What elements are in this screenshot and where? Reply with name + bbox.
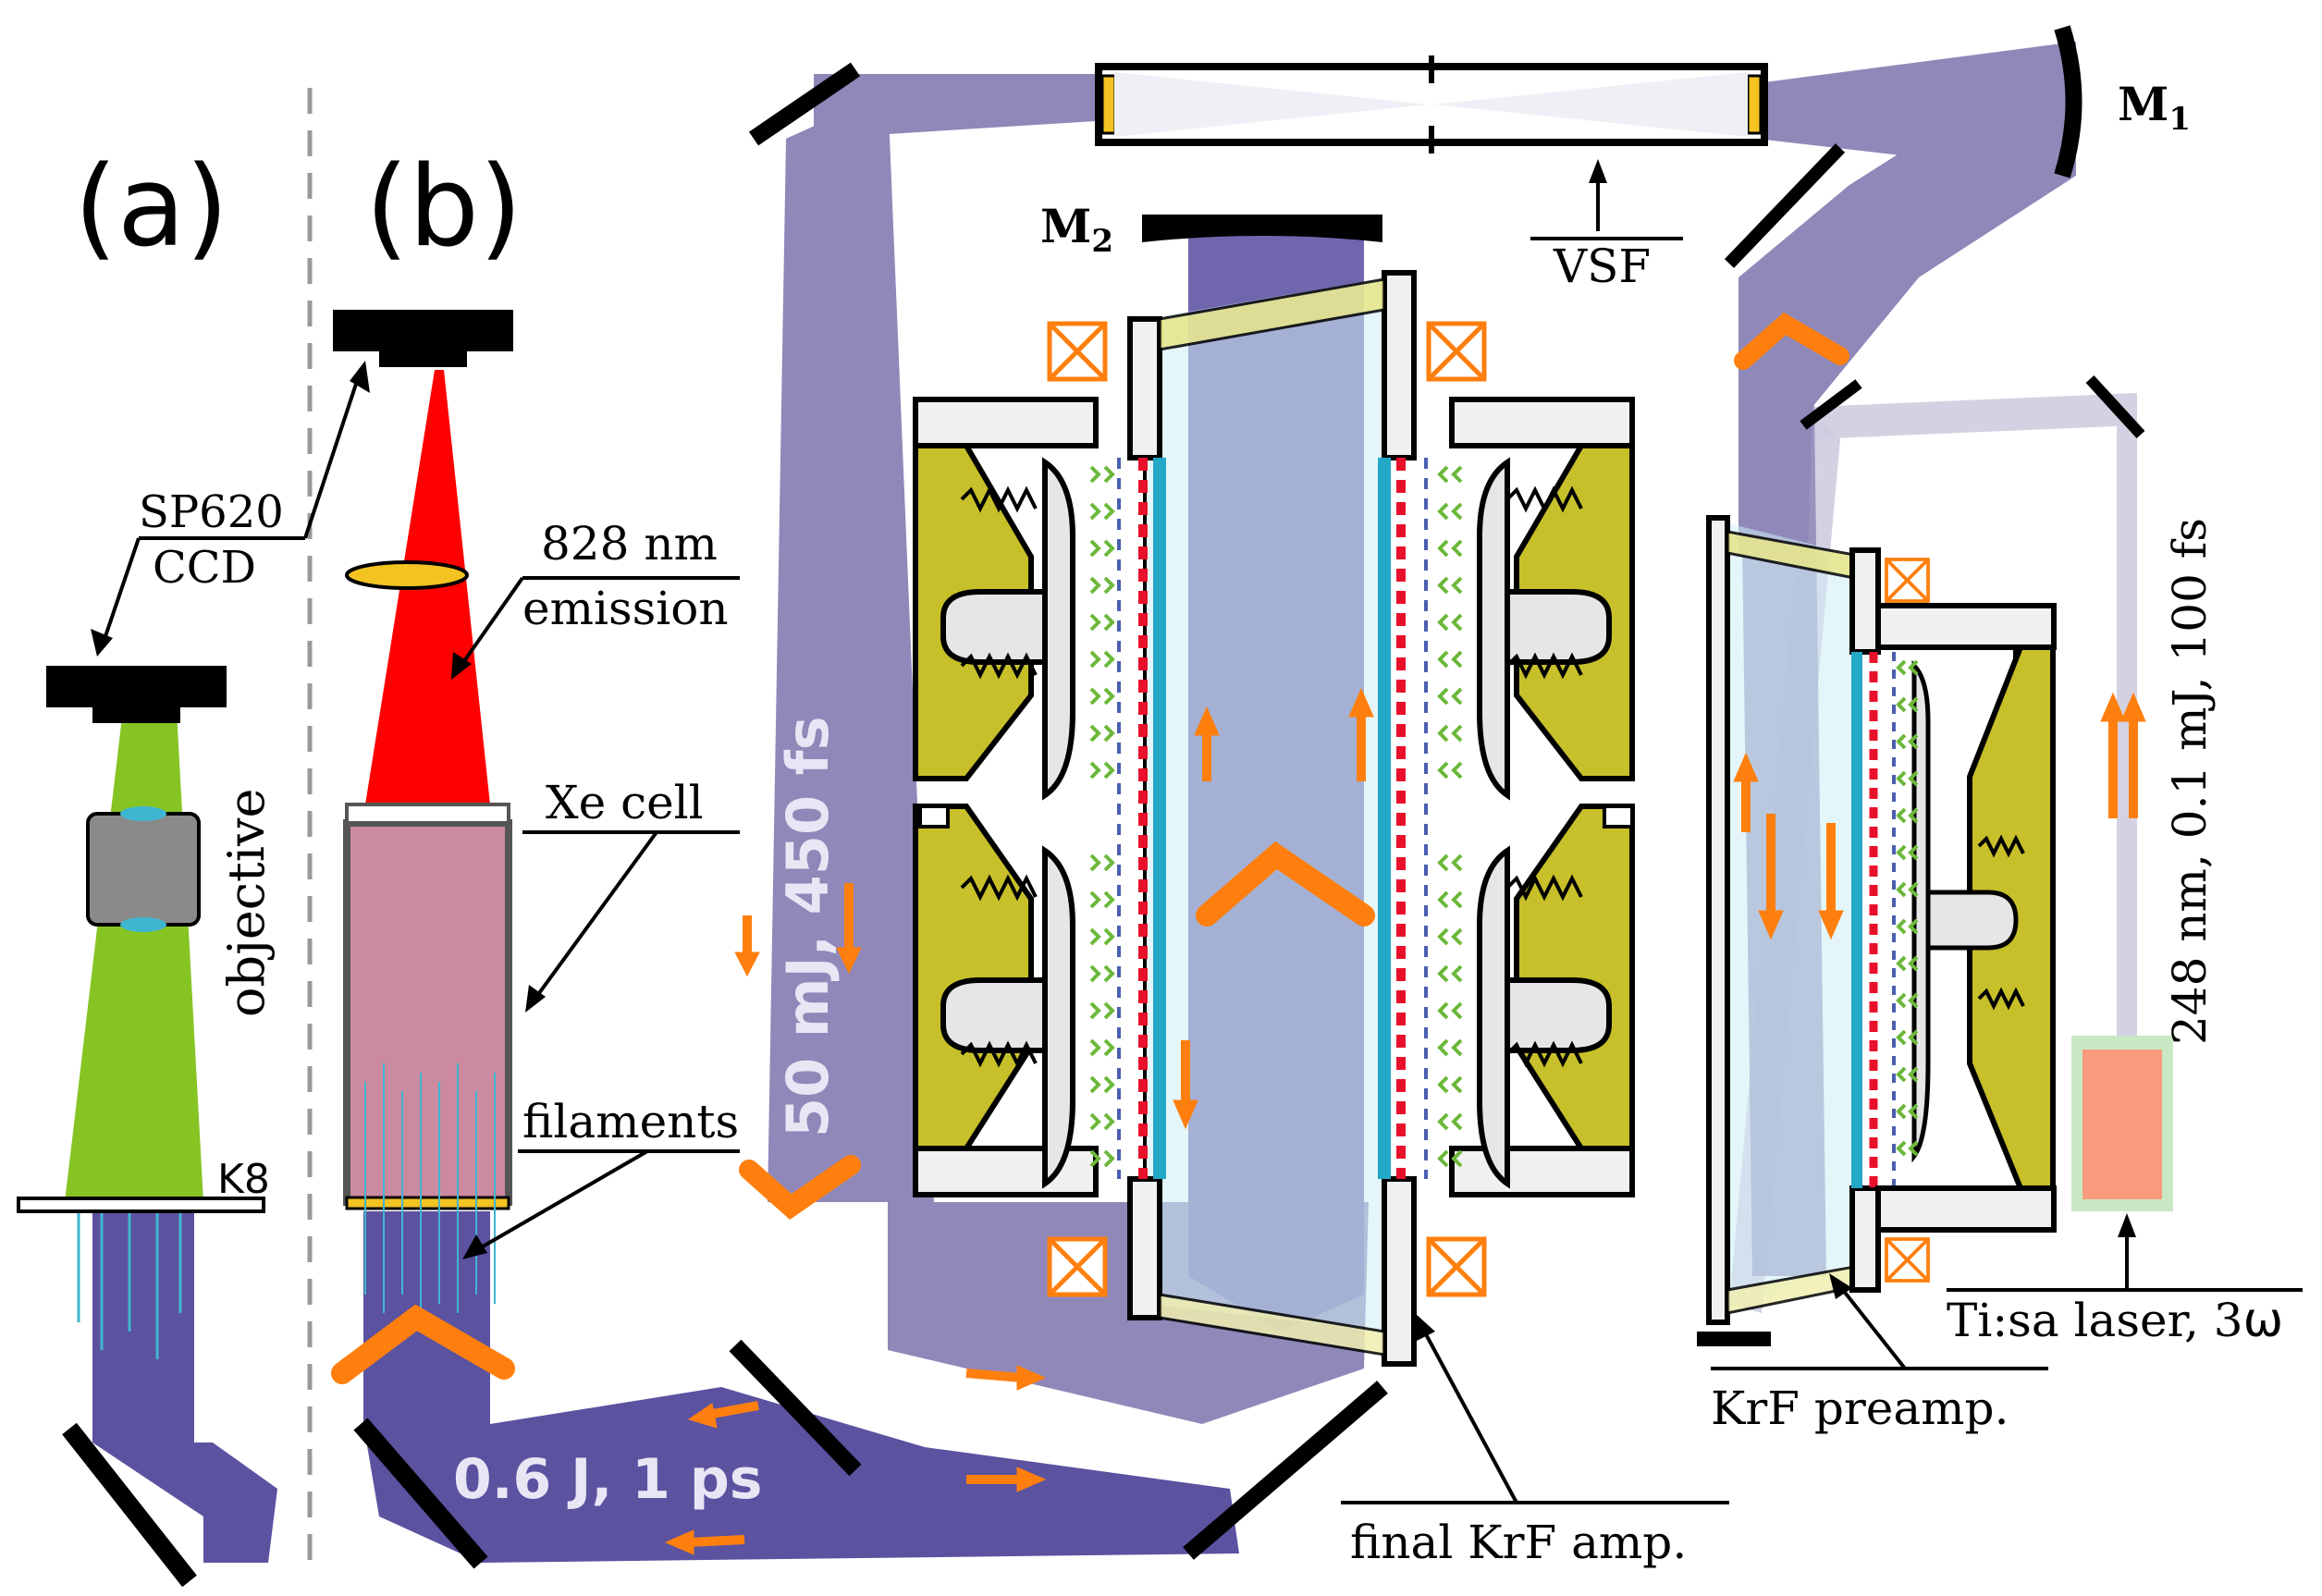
ccd-camera-b-icon: [333, 310, 513, 367]
magnetic-field-icon-amp-br: [1429, 1239, 1484, 1295]
uv-beam-right-down: [1738, 42, 2076, 555]
mirror-bottom-right: [1183, 1381, 1388, 1560]
mirror-m2: [1142, 215, 1382, 242]
xe-cell-label: Xe cell: [546, 776, 704, 829]
beam-energy-50mj-label: 50 mJ, 450 fs: [774, 716, 842, 1137]
krf-preamp: [1706, 515, 2057, 1325]
k8-plate: [17, 1197, 265, 1213]
ccd-label: CCD: [153, 542, 256, 594]
emission-arrow: [456, 576, 524, 672]
m2-label: M2: [1040, 199, 1113, 260]
tisa-label: Ti:sa laser, 3ω: [1947, 1293, 2283, 1348]
direction-arrows: [664, 312, 2146, 1555]
beam-direction-chevron-b: [331, 1304, 515, 1384]
ti-sa-laser: [2071, 1036, 2173, 1211]
lens-icon: [345, 560, 469, 590]
mirror-preamp-top: [1800, 379, 1862, 430]
dark-beam-horizontal: [363, 1387, 1239, 1563]
beam-energy-06j-label: 0.6 J, 1 ps: [453, 1447, 762, 1512]
magnetic-field-icon-preamp-bottom: [1885, 1237, 1930, 1283]
mirror-seed-top: [2085, 374, 2145, 439]
seed-beam-label: 248 nm, 0.1 mJ, 100 fs: [2163, 518, 2217, 1045]
mirror-bottom-left: [729, 1339, 862, 1477]
magnetic-field-icon-amp-tr: [1429, 324, 1484, 379]
mirror-m1: [2054, 25, 2082, 178]
beam-direction-chevron-right: [1734, 312, 1849, 370]
magnetic-field-icon-preamp-top: [1885, 558, 1930, 603]
dark-beam-panel-a: [92, 1202, 277, 1563]
preamp-label: KrF preamp.: [1711, 1381, 2009, 1435]
mirror-top-left: [748, 62, 861, 146]
filaments-label: filaments: [522, 1095, 739, 1148]
final-amp-pointer: [1418, 1321, 1518, 1504]
emission-word-label: emission: [522, 582, 729, 635]
magnetic-field-icon-amp-bl: [1050, 1239, 1105, 1295]
sp620-arrow-upper: [303, 369, 362, 539]
mirror-right-upper: [1724, 143, 1846, 268]
mirror-a: [62, 1422, 197, 1588]
xe-cell: [343, 819, 512, 1206]
xe-cell-arrow: [530, 830, 658, 1005]
beam-direction-chevron-amp: [1196, 841, 1375, 927]
sp620-label: SP620: [139, 486, 284, 538]
panel-a-label: (a): [74, 143, 228, 272]
fluorescence-cone: [65, 694, 203, 1202]
objective-icon: [86, 806, 201, 932]
preamp-pointer: [1834, 1279, 1907, 1370]
filaments-arrow: [470, 1149, 649, 1255]
vacuum-spatial-filter: [1095, 55, 1768, 153]
uv-beam-left-vertical: [768, 92, 934, 1202]
mirror-b: [353, 1418, 488, 1569]
objective-label: objective: [217, 789, 276, 1017]
magnetic-field-icon-amp-tl: [1050, 324, 1105, 379]
final-amp-label: final KrF amp.: [1350, 1516, 1687, 1569]
m1-label: M1: [2118, 77, 2191, 138]
beam-direction-chevron-left: [739, 1155, 861, 1220]
final-krf-amp: [915, 270, 1632, 1367]
panel-b-label: (b): [365, 143, 522, 272]
seed-beam-top: [1811, 393, 2137, 439]
vsf-label: VSF: [1553, 239, 1651, 293]
emission-nm-label: 828 nm: [541, 517, 718, 571]
k8-label: K8: [217, 1156, 270, 1203]
sp620-arrow-lower: [100, 537, 141, 648]
ccd-camera-a-icon: [46, 666, 227, 723]
